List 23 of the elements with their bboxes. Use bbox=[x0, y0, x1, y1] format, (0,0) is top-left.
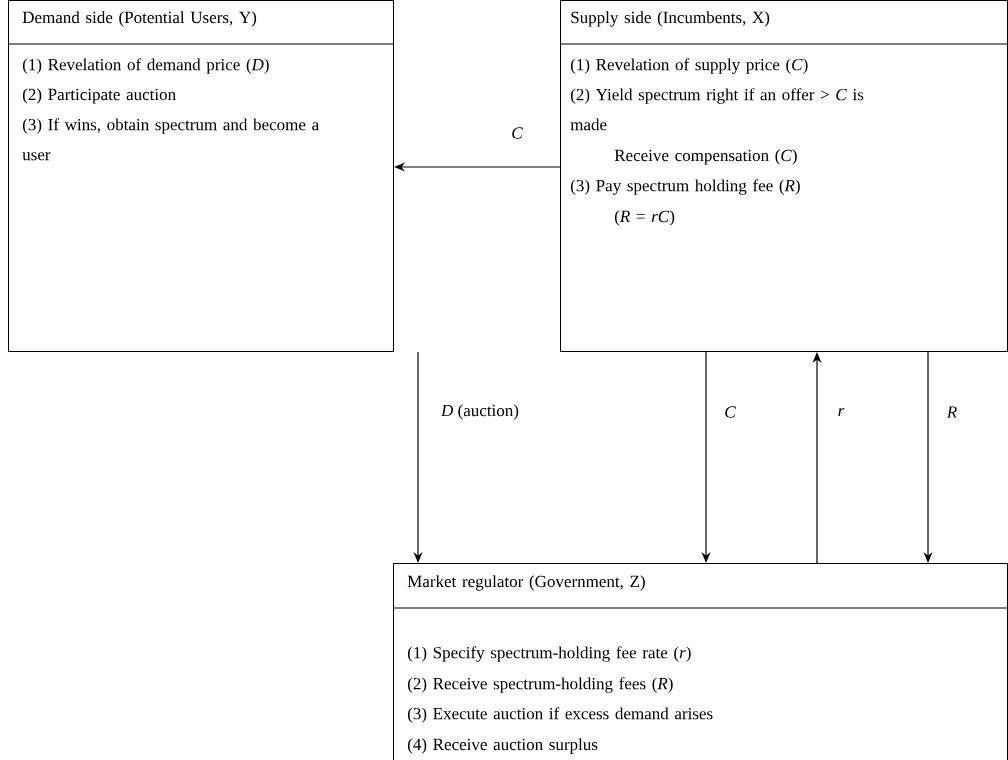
list-item: (2) Receive spectrum-holding fees (R) bbox=[407, 677, 673, 693]
list-item: Receive compensation (C) bbox=[614, 149, 797, 165]
edge-label: D (auction) bbox=[440, 404, 519, 420]
list-item: (1) Revelation of demand price (D) bbox=[22, 58, 269, 74]
list-item: (3) Execute auction if excess demand arises bbox=[407, 707, 713, 723]
list-item: (2) Participate auction bbox=[22, 88, 176, 104]
list-item: (R = rC) bbox=[614, 210, 675, 226]
box-heading: Supply side (Incumbents, X) bbox=[571, 11, 770, 27]
list-item: (2) Yield spectrum right if an offer > C is made bbox=[570, 88, 864, 131]
edge-label: C bbox=[725, 406, 736, 418]
list-item: (1) Revelation of supply price (C) bbox=[570, 58, 808, 74]
edge-label: r bbox=[838, 408, 845, 416]
party-box bbox=[392, 563, 1008, 760]
edge-label: R bbox=[946, 406, 957, 418]
box-heading: Market regulator (Government, Z) bbox=[407, 575, 645, 591]
list-item: (3) Pay spectrum holding fee (R) bbox=[570, 179, 800, 195]
box-heading: Demand side (Potential Users, Y) bbox=[22, 11, 257, 27]
edge-label: C bbox=[512, 127, 523, 139]
list-item: (3) If wins, obtain spectrum and become a user bbox=[22, 118, 319, 161]
party-box bbox=[559, 0, 1008, 352]
list-item: (4) Receive auction surplus bbox=[407, 738, 598, 754]
list-item: (1) Specify spectrum-holding fee rate (r) bbox=[407, 646, 691, 662]
party-box bbox=[7, 0, 394, 352]
